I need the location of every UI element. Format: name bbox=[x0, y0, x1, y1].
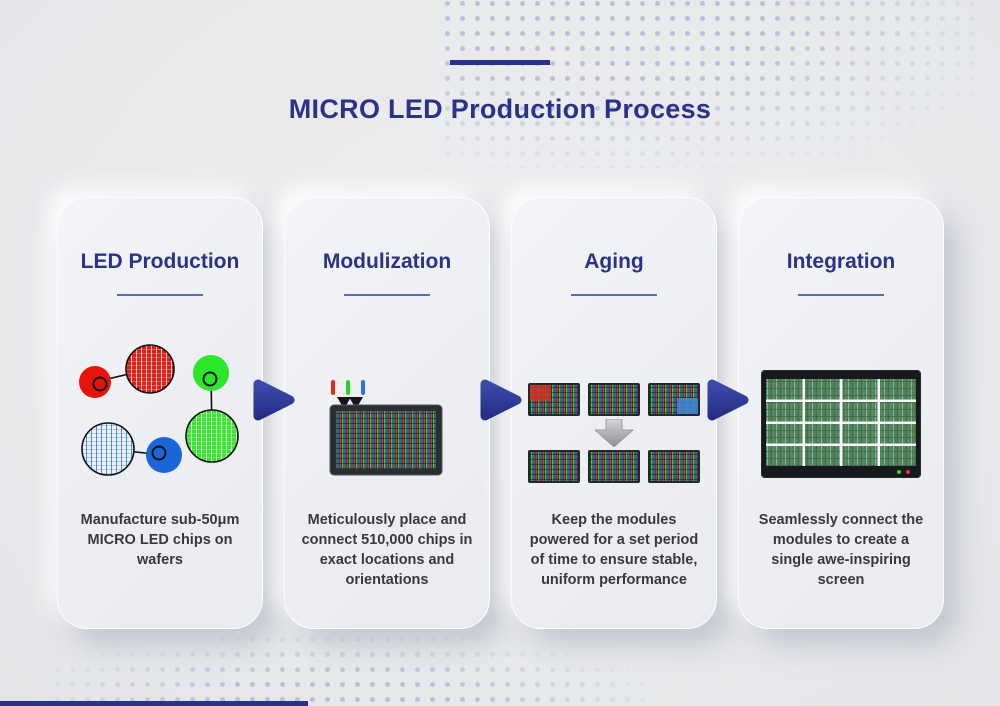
step-description: Manufacture sub-50μm MICRO LED chips on … bbox=[80, 512, 240, 568]
integrated-screen-icon bbox=[761, 370, 921, 478]
bottom-accent-bar bbox=[0, 701, 308, 706]
step-card-led-production: LED Production Manufacture sub-50μm MICR… bbox=[57, 197, 263, 629]
dot-grid-bottom-left bbox=[50, 632, 650, 706]
step-card-integration: Integration Seamlessly connect the modul… bbox=[738, 197, 944, 629]
module bbox=[588, 383, 640, 416]
step-illustration bbox=[58, 316, 262, 504]
step-illustration bbox=[739, 330, 943, 518]
page-title: MICRO LED Production Process bbox=[288, 94, 712, 124]
step-description: Meticulously place and connect 510,000 c… bbox=[301, 512, 473, 588]
chip-placement-module-icon bbox=[329, 380, 443, 476]
down-arrow-icon bbox=[594, 419, 634, 447]
step-heading: Aging bbox=[584, 250, 644, 273]
aging-modules-row-before bbox=[528, 383, 700, 416]
heading-underline bbox=[798, 294, 884, 296]
heading-underline bbox=[344, 294, 430, 296]
step-heading: Modulization bbox=[322, 250, 452, 273]
process-arrow-icon bbox=[253, 379, 295, 421]
aging-modules-row-after bbox=[528, 450, 700, 483]
module-with-red-defect bbox=[528, 383, 580, 416]
step-illustration bbox=[285, 316, 489, 504]
process-arrow-icon bbox=[707, 379, 749, 421]
step-illustration bbox=[512, 316, 716, 504]
step-description: Seamlessly connect the modules to create… bbox=[758, 512, 924, 588]
step-description: Keep the modules powered for a set perio… bbox=[529, 512, 699, 588]
title-accent-line bbox=[450, 60, 550, 65]
dot-grid-top-right bbox=[440, 0, 985, 168]
heading-underline bbox=[571, 294, 657, 296]
process-arrow-icon bbox=[480, 379, 522, 421]
module bbox=[528, 450, 580, 483]
module bbox=[588, 450, 640, 483]
wafer-chips-icon bbox=[79, 344, 239, 476]
module bbox=[648, 450, 700, 483]
step-card-modulization: Modulization Meticulously place and conn… bbox=[284, 197, 490, 629]
step-card-aging: Aging bbox=[511, 197, 717, 629]
heading-underline bbox=[117, 294, 203, 296]
step-heading: Integration bbox=[786, 250, 896, 273]
aging-modules-icon bbox=[528, 383, 700, 483]
module-with-blue-defect bbox=[648, 383, 700, 416]
step-heading: LED Production bbox=[80, 250, 240, 273]
